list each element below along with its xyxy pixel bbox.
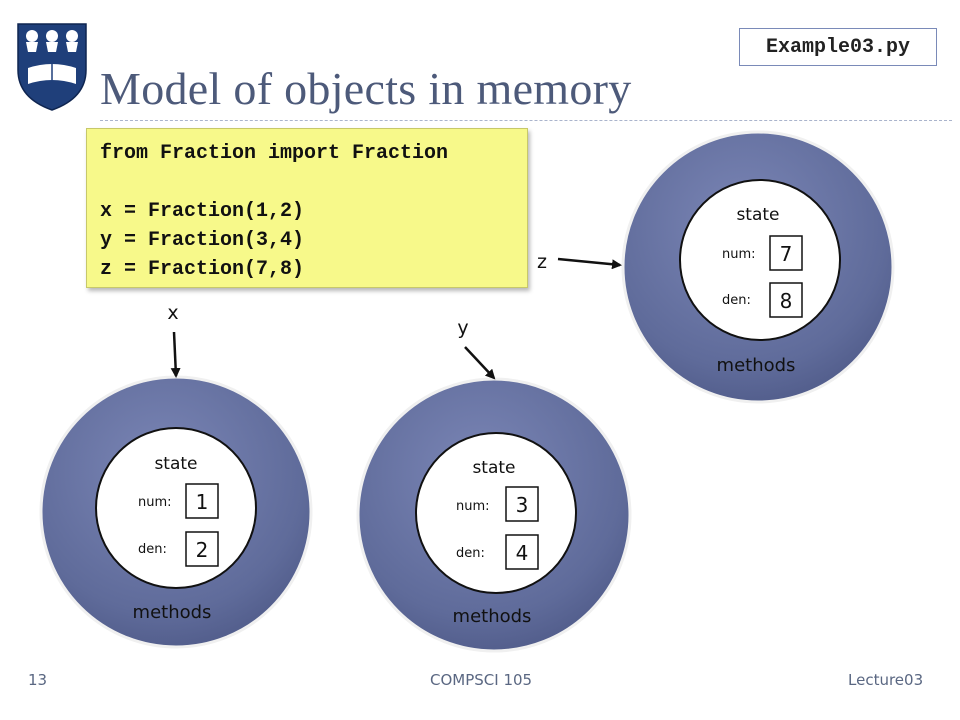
code-line: z = Fraction(7,8) [100,258,305,281]
footer-page-number: 13 [28,671,48,689]
code-line: y = Fraction(3,4) [100,229,305,252]
object-y-state-label: state [472,458,515,478]
object-z-num-box [769,235,803,271]
reference-arrow-z [557,257,622,270]
object-z: state num: 7 den: 8 methods [621,130,895,404]
object-y-num-box [505,486,539,522]
object-z-den-box [769,282,803,318]
object-x-num-label: num: [138,495,172,510]
page-title: Model of objects in memory [100,63,632,114]
object-x-num-box [185,483,219,519]
object-y-num-value: 3 [516,493,529,517]
object-y-den-box [505,534,539,570]
code-snippet: from Fraction import Fraction x = Fracti… [86,128,528,288]
object-x-state-label: state [154,454,197,474]
file-name-badge: Example03.py [739,28,937,66]
object-z-num-value: 7 [780,242,793,266]
object-x-den-box [185,531,219,567]
reference-arrow-x [170,331,181,378]
object-z-methods-label: methods [717,355,796,376]
object-x-methods-label: methods [133,602,212,623]
object-x-den-label: den: [138,542,167,557]
footer-course: COMPSCI 105 [430,671,533,689]
university-crest-logo [17,23,87,111]
object-y-den-label: den: [456,546,485,561]
object-z-state-label: state [736,205,779,225]
object-y: state num: 3 den: 4 methods [356,377,632,653]
object-x-state-circle [95,427,257,589]
reference-arrow-y [464,346,496,380]
object-z-num-label: num: [722,247,756,262]
object-y-state-circle [415,432,577,594]
object-z-state-circle [679,179,841,341]
object-x-den-value: 2 [196,538,209,562]
footer-lecture: Lecture03 [848,671,924,689]
variable-z-label: z [537,251,547,273]
object-y-methods-label: methods [453,606,532,627]
object-z-den-value: 8 [780,289,793,313]
code-line: from Fraction import Fraction [100,142,449,165]
object-z-den-label: den: [722,293,751,308]
object-x: state num: 1 den: 2 methods [39,375,313,649]
object-x-num-value: 1 [196,490,209,514]
variable-x-label: x [167,302,178,324]
variable-y-label: y [457,317,468,339]
code-line: x = Fraction(1,2) [100,200,305,223]
title-divider [100,120,952,121]
object-y-num-label: num: [456,499,490,514]
object-y-den-value: 4 [516,541,529,565]
